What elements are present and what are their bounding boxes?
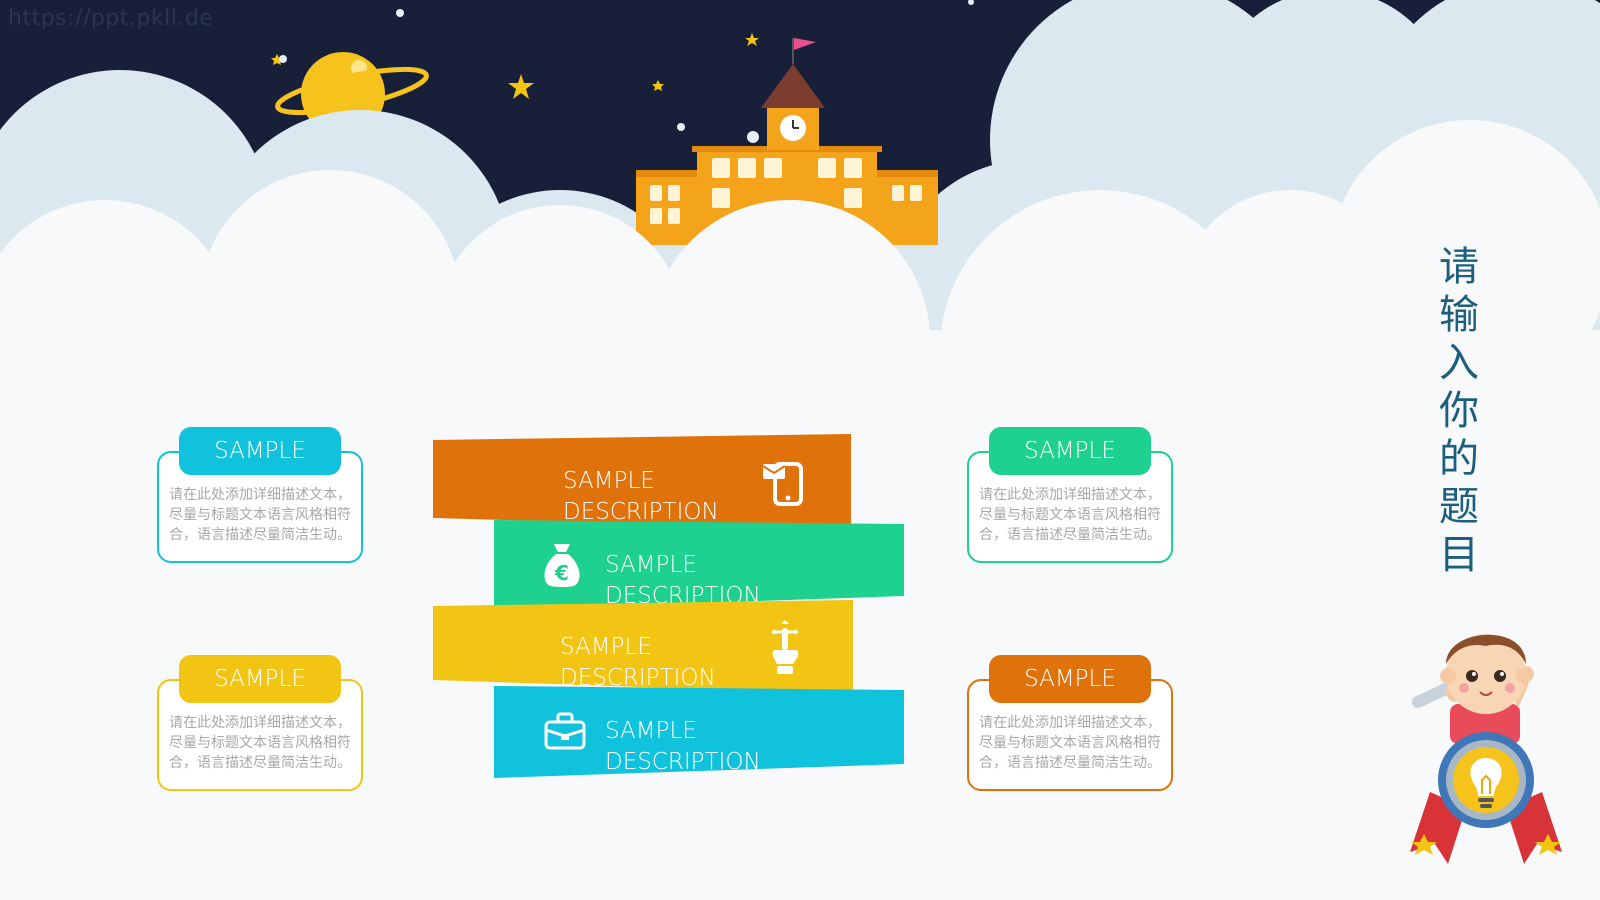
boy-with-lightbulb-badge-icon — [1410, 634, 1562, 864]
mobile-phone-icon — [762, 462, 803, 506]
band-title: SAMPLE — [563, 468, 655, 494]
info-card-top-left: SAMPLE 请在此处添加详细描述文本，尽量与标题文本语言风格相符合，语言描述尽… — [157, 427, 363, 563]
band-title: SAMPLE — [605, 718, 697, 744]
card-description: 请在此处添加详细描述文本，尽量与标题文本语言风格相符合，语言描述尽量简洁生动。 — [169, 715, 351, 771]
band-text: SAMPLE DESCRIPTION — [605, 716, 761, 778]
stars — [271, 33, 759, 99]
card-heading: SAMPLE — [179, 655, 341, 703]
band-title: SAMPLE — [560, 634, 652, 660]
money-bag-euro-icon: € — [544, 544, 580, 587]
band-subtitle: DESCRIPTION — [563, 499, 719, 525]
info-card-top-right: SAMPLE 请在此处添加详细描述文本，尽量与标题文本语言风格相符合，语言描述尽… — [967, 427, 1173, 563]
card-heading: SAMPLE — [989, 655, 1151, 703]
star-icon — [271, 54, 283, 65]
card-heading: SAMPLE — [179, 427, 341, 475]
svg-text:€: € — [554, 561, 569, 585]
description-band-4: SAMPLE DESCRIPTION — [494, 686, 904, 778]
description-band-3: SAMPLE DESCRIPTION — [433, 600, 853, 696]
description-band-1: SAMPLE DESCRIPTION — [433, 434, 853, 530]
briefcase-icon — [544, 712, 586, 750]
band-subtitle: DESCRIPTION — [605, 749, 761, 775]
star-icon — [508, 74, 534, 99]
band-title: SAMPLE — [605, 552, 697, 578]
card-description: 请在此处添加详细描述文本，尽量与标题文本语言风格相符合，语言描述尽量简洁生动。 — [169, 487, 351, 543]
page-title: 请输入你的题目 — [1439, 244, 1479, 578]
star-icon — [745, 33, 759, 46]
pointing-hand-icon — [771, 620, 799, 674]
info-card-bottom-right: SAMPLE 请在此处添加详细描述文本，尽量与标题文本语言风格相符合，语言描述尽… — [967, 655, 1173, 791]
card-heading: SAMPLE — [989, 427, 1151, 475]
description-band-2: SAMPLE DESCRIPTION € — [494, 520, 904, 612]
band-text: SAMPLE DESCRIPTION — [560, 632, 716, 694]
card-description: 请在此处添加详细描述文本，尽量与标题文本语言风格相符合，语言描述尽量简洁生动。 — [979, 715, 1161, 771]
info-card-bottom-left: SAMPLE 请在此处添加详细描述文本，尽量与标题文本语言风格相符合，语言描述尽… — [157, 655, 363, 791]
watermark-url: https://ppt.pkll.de — [8, 6, 214, 31]
band-subtitle: DESCRIPTION — [560, 665, 716, 691]
star-icon — [652, 80, 664, 91]
card-description: 请在此处添加详细描述文本，尽量与标题文本语言风格相符合，语言描述尽量简洁生动。 — [979, 487, 1161, 543]
band-text: SAMPLE DESCRIPTION — [563, 466, 719, 528]
